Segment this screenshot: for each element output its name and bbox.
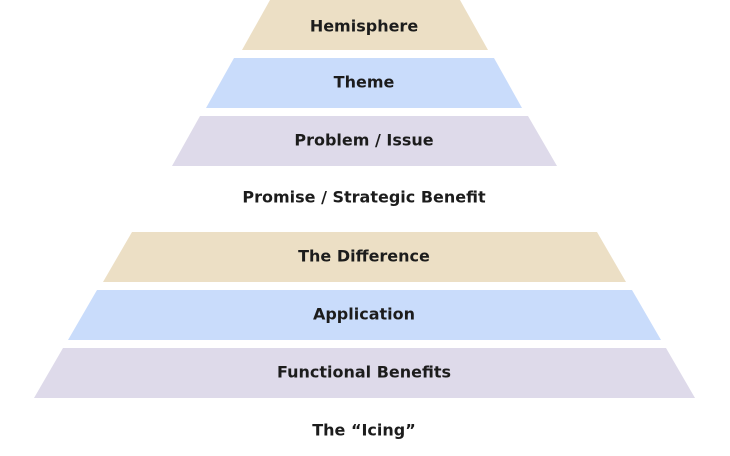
layer-the-difference-label: The Difference bbox=[298, 247, 430, 266]
layer-promise-label: Promise / Strategic Benefit bbox=[242, 188, 486, 207]
layer-hemisphere-label: Hemisphere bbox=[310, 17, 419, 36]
layer-icing-label: The “Icing” bbox=[312, 421, 416, 440]
layer-application-label: Application bbox=[313, 305, 415, 324]
layer-application-band bbox=[68, 290, 661, 340]
layer-the-difference-band bbox=[103, 232, 626, 282]
layer-functional-benefits-label: Functional Benefits bbox=[277, 363, 451, 382]
layer-problem-issue-label: Problem / Issue bbox=[294, 131, 433, 150]
layer-theme-band bbox=[206, 58, 522, 108]
layer-hemisphere-band bbox=[242, 0, 488, 50]
layer-theme-label: Theme bbox=[334, 73, 395, 92]
layer-problem-issue-band bbox=[172, 116, 557, 166]
layer-functional-benefits-band bbox=[34, 348, 695, 398]
